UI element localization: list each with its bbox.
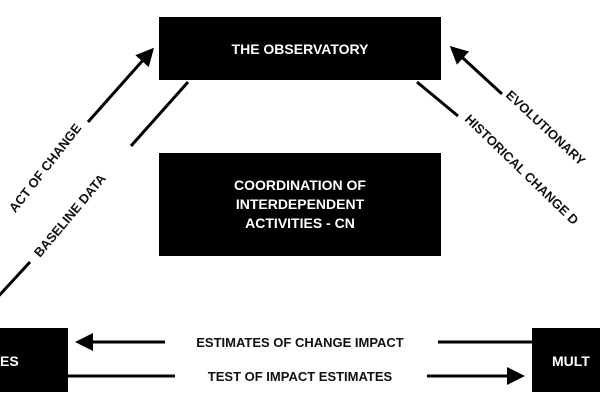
left-box-label: ES xyxy=(0,353,19,369)
estimates-arrow: ESTIMATES OF CHANGE IMPACT xyxy=(75,333,532,351)
right-inner-label: HISTORICAL CHANGE D xyxy=(462,111,582,227)
coordination-label-2: INTERDEPENDENT xyxy=(236,196,365,212)
right-outer-arrow: EVOLUTIONARY xyxy=(449,45,589,169)
coordination-label-1: COORDINATION OF xyxy=(234,177,366,193)
estimates-label: ESTIMATES OF CHANGE IMPACT xyxy=(196,335,404,350)
coordination-box: COORDINATION OF INTERDEPENDENT ACTIVITIE… xyxy=(159,153,441,256)
right-inner-line: HISTORICAL CHANGE D xyxy=(416,80,582,228)
right-box-label: MULT xyxy=(552,353,590,369)
test-arrow: TEST OF IMPACT ESTIMATES xyxy=(68,367,525,385)
right-box: MULT xyxy=(532,328,600,392)
coordination-label-3: ACTIVITIES - CN xyxy=(245,215,355,231)
observatory-label: THE OBSERVATORY xyxy=(232,41,370,57)
observatory-box: THE OBSERVATORY xyxy=(159,17,441,80)
left-inner-label: BASELINE DATA xyxy=(31,171,109,260)
test-label: TEST OF IMPACT ESTIMATES xyxy=(208,369,393,384)
left-box: ES xyxy=(0,328,68,392)
left-outer-arrow: ACT OF CHANGE xyxy=(6,47,154,215)
